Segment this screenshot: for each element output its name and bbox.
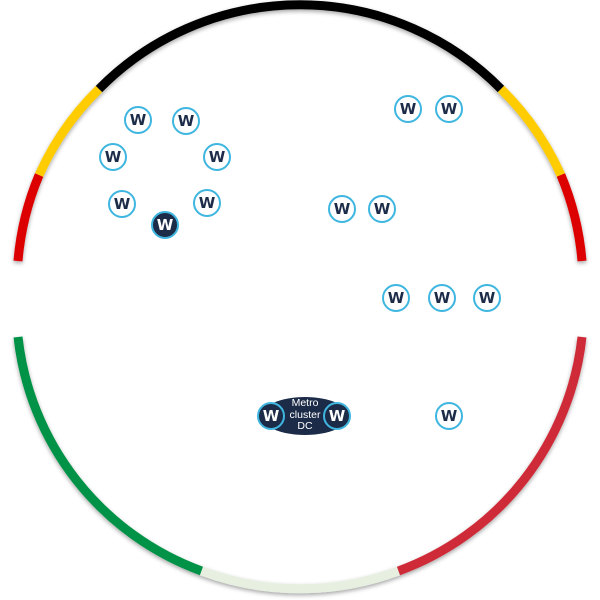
- w-node[interactable]: W: [172, 107, 200, 135]
- w-node[interactable]: W: [473, 284, 501, 312]
- ring-top-gold-left: [34, 85, 103, 177]
- w-node[interactable]: W: [368, 195, 396, 223]
- w-node-label: W: [327, 406, 347, 426]
- w-node-label: W: [439, 99, 459, 119]
- w-node-label: W: [103, 147, 123, 167]
- w-node-label: W: [477, 288, 497, 308]
- w-node-label: W: [432, 288, 452, 308]
- metro-cluster-label: Metro cluster DC: [289, 397, 321, 432]
- w-node[interactable]: W: [328, 195, 356, 223]
- w-node[interactable]: W: [124, 106, 152, 134]
- w-node[interactable]: W: [193, 189, 221, 217]
- w-node-label: W: [332, 199, 352, 219]
- metro-node-left[interactable]: W: [257, 402, 285, 430]
- ring-top-red-left: [13, 173, 44, 262]
- w-node-label: W: [176, 111, 196, 131]
- w-node[interactable]: W: [435, 402, 463, 430]
- w-node-label: W: [439, 406, 459, 426]
- ring-top-red-right: [556, 173, 587, 262]
- w-node-label: W: [372, 199, 392, 219]
- w-node[interactable]: W: [428, 284, 456, 312]
- w-node-label: W: [197, 193, 217, 213]
- w-node-label: W: [155, 215, 175, 235]
- w-node[interactable]: W: [99, 143, 127, 171]
- ring-top-black: [95, 0, 505, 93]
- w-node[interactable]: W: [203, 143, 231, 171]
- w-node-label: W: [398, 99, 418, 119]
- ring-bottom-green: [13, 336, 204, 576]
- w-node-active[interactable]: W: [151, 211, 179, 239]
- w-node-label: W: [261, 406, 281, 426]
- w-node-label: W: [112, 194, 132, 214]
- w-node[interactable]: W: [382, 284, 410, 312]
- w-node[interactable]: W: [108, 190, 136, 218]
- w-node[interactable]: W: [394, 95, 422, 123]
- w-node[interactable]: W: [435, 95, 463, 123]
- ring-bottom-white: [199, 566, 401, 594]
- w-node-label: W: [207, 147, 227, 167]
- ring-top-gold-right: [497, 85, 566, 177]
- w-node-label: W: [386, 288, 406, 308]
- metro-node-right[interactable]: W: [323, 402, 351, 430]
- ring-bottom-red: [396, 336, 587, 576]
- w-node-label: W: [128, 110, 148, 130]
